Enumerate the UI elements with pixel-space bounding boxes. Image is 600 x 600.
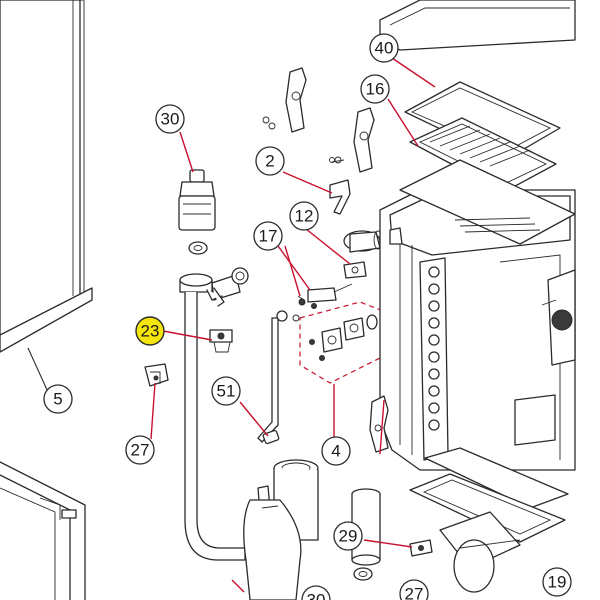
callout-19: 19 bbox=[542, 567, 572, 597]
callout-16: 16 bbox=[360, 74, 390, 104]
side-panel-part-5 bbox=[0, 0, 93, 353]
callout-12: 12 bbox=[289, 201, 319, 231]
drain-tray bbox=[409, 447, 569, 593]
svg-text:30: 30 bbox=[161, 110, 180, 129]
callout-4: 4 bbox=[321, 436, 351, 466]
callout-17: 17 bbox=[253, 221, 283, 251]
svg-text:19: 19 bbox=[548, 573, 567, 592]
clamp-part-27 bbox=[144, 363, 169, 387]
svg-text:27: 27 bbox=[405, 585, 424, 600]
svg-text:51: 51 bbox=[217, 382, 236, 401]
svg-text:5: 5 bbox=[53, 390, 62, 409]
svg-text:2: 2 bbox=[265, 152, 274, 171]
svg-text:4: 4 bbox=[331, 442, 340, 461]
hose-part-51 bbox=[257, 310, 300, 445]
callout-51: 51 bbox=[211, 376, 241, 406]
svg-text:40: 40 bbox=[375, 39, 394, 58]
latch-clamps bbox=[262, 67, 375, 173]
svg-text:17: 17 bbox=[259, 227, 278, 246]
lower-left-panel bbox=[0, 461, 86, 600]
inspection-window-part-12 bbox=[343, 230, 383, 279]
electrode-part-17 bbox=[297, 283, 353, 309]
svg-text:16: 16 bbox=[366, 80, 385, 99]
callout-27-left: 27 bbox=[125, 435, 155, 465]
pipe-assembly bbox=[179, 267, 249, 561]
callout-29: 29 bbox=[333, 521, 363, 551]
ports-column bbox=[428, 266, 440, 431]
clip-part-23 bbox=[209, 329, 233, 353]
cover-frames-part-40-16 bbox=[379, 0, 576, 245]
callout-30: 30 bbox=[155, 104, 185, 134]
filter-part-30 bbox=[178, 169, 216, 255]
callout-5: 5 bbox=[43, 384, 73, 414]
bracket-part-2 bbox=[329, 156, 351, 215]
svg-text:12: 12 bbox=[295, 207, 314, 226]
gasket-kit-part-4 bbox=[299, 301, 397, 384]
callout-40: 40 bbox=[369, 33, 399, 63]
svg-text:30: 30 bbox=[307, 591, 326, 600]
lower-latch bbox=[369, 395, 389, 453]
callout-27-bottom: 27 bbox=[399, 579, 429, 600]
svg-text:27: 27 bbox=[131, 441, 150, 460]
svg-text:23: 23 bbox=[141, 322, 160, 341]
small-parts-bottom bbox=[353, 539, 433, 581]
svg-text:29: 29 bbox=[339, 527, 358, 546]
callout-30-bottom: 30 bbox=[301, 585, 331, 600]
condensate-pipes bbox=[243, 459, 319, 600]
callout-2: 2 bbox=[255, 146, 285, 176]
callout-23: 23 bbox=[135, 316, 165, 346]
leader-lines bbox=[27, 57, 436, 593]
